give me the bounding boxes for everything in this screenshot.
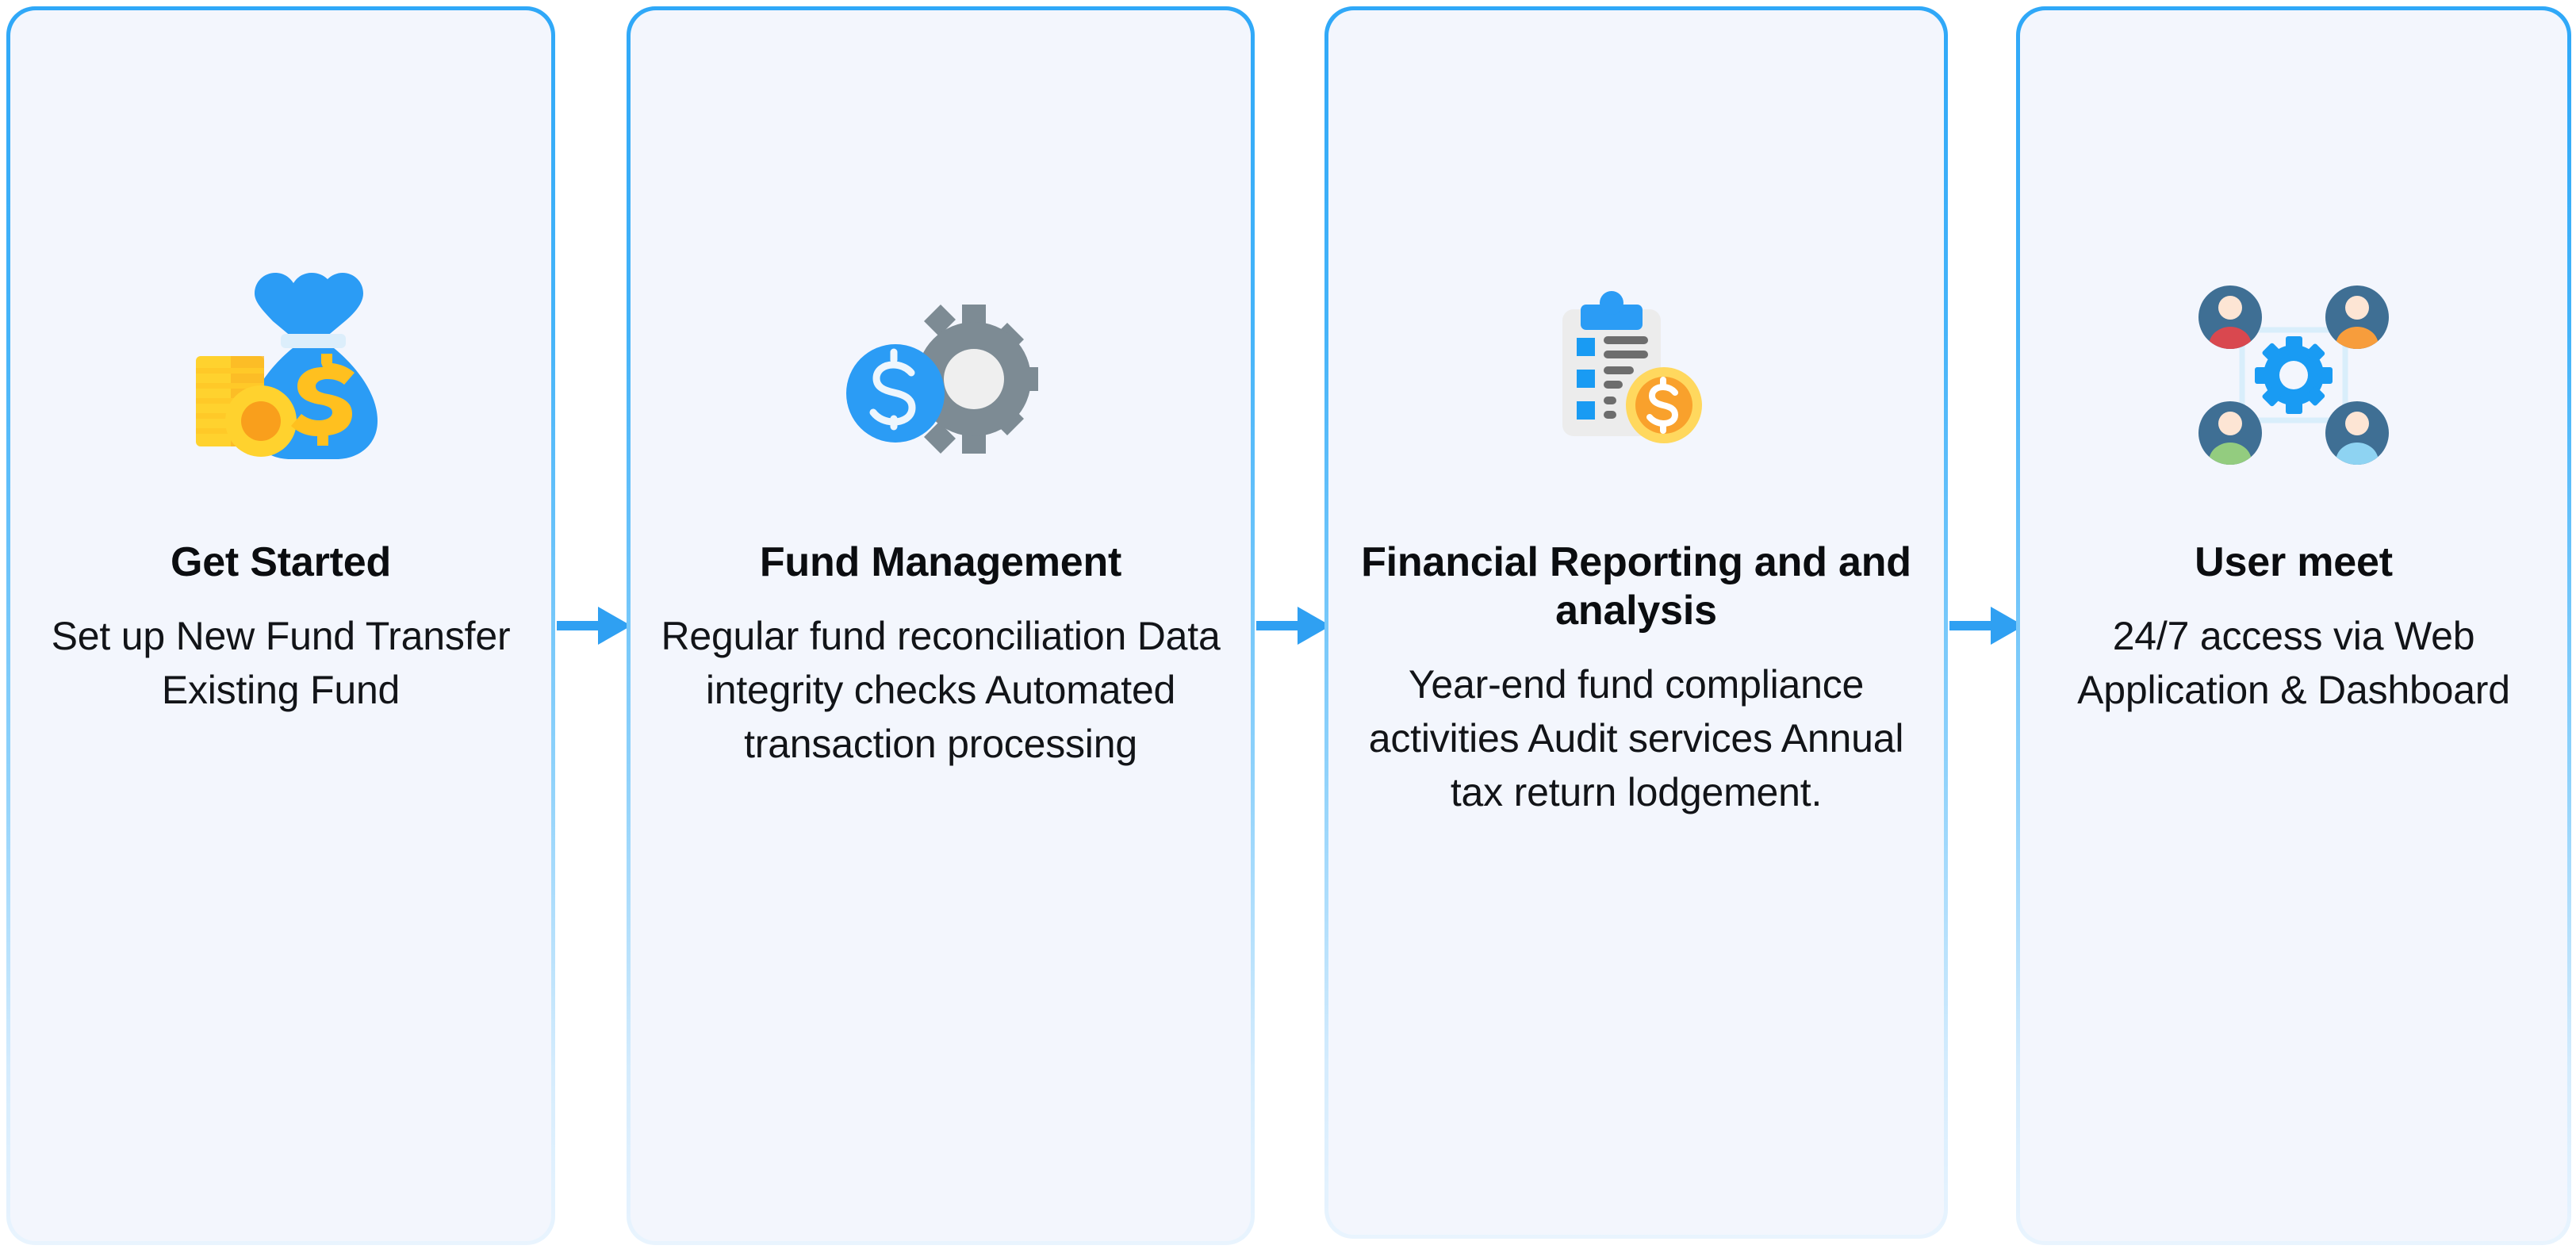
step-title: Financial Reporting and and analysis — [1361, 539, 1911, 634]
step-card-fund-management[interactable]: Fund Management Regular fund reconciliat… — [627, 6, 1255, 1245]
step-title: Fund Management — [759, 539, 1122, 585]
step-title: User meet — [2195, 539, 2393, 585]
step-card-financial-reporting[interactable]: Financial Reporting and and analysis Yea… — [1324, 6, 1948, 1239]
users-network-gear-icon-wrap — [2020, 272, 2567, 478]
money-bag-coins-icon-wrap — [10, 264, 551, 470]
step-text-block: Fund Management Regular fund reconciliat… — [631, 538, 1251, 771]
clipboard-checklist-coin-icon-wrap — [1328, 272, 1944, 478]
gear-dollar-icon — [846, 305, 1038, 454]
connector-arrow-1 — [557, 603, 631, 649]
gear-dollar-icon-wrap — [631, 280, 1251, 486]
step-description: Year-end fund compliance activities Audi… — [1368, 661, 1904, 814]
clipboard-checklist-coin-icon — [1562, 291, 1702, 443]
arrow-right-icon — [557, 607, 631, 645]
connector-arrow-2 — [1256, 603, 1331, 649]
step-text-block: Get Started Set up New Fund Transfer Exi… — [10, 538, 551, 717]
step-description: Regular fund reconciliation Data integri… — [661, 613, 1221, 766]
step-title: Get Started — [170, 539, 392, 585]
arrow-right-icon — [1256, 607, 1331, 645]
step-text-block: Financial Reporting and and analysis Yea… — [1328, 538, 1944, 819]
step-card-user-meet[interactable]: User meet 24/7 access via Web Applicatio… — [2016, 6, 2571, 1245]
step-description: 24/7 access via Web Application & Dashbo… — [2077, 613, 2510, 712]
money-bag-coins-icon — [196, 273, 378, 459]
step-description: Set up New Fund Transfer Existing Fund — [51, 613, 511, 712]
step-card-get-started[interactable]: Get Started Set up New Fund Transfer Exi… — [6, 6, 555, 1245]
connector-arrow-3 — [1949, 603, 2024, 649]
users-network-gear-icon — [2198, 285, 2389, 465]
arrow-right-icon — [1949, 607, 2024, 645]
step-text-block: User meet 24/7 access via Web Applicatio… — [2020, 538, 2567, 717]
